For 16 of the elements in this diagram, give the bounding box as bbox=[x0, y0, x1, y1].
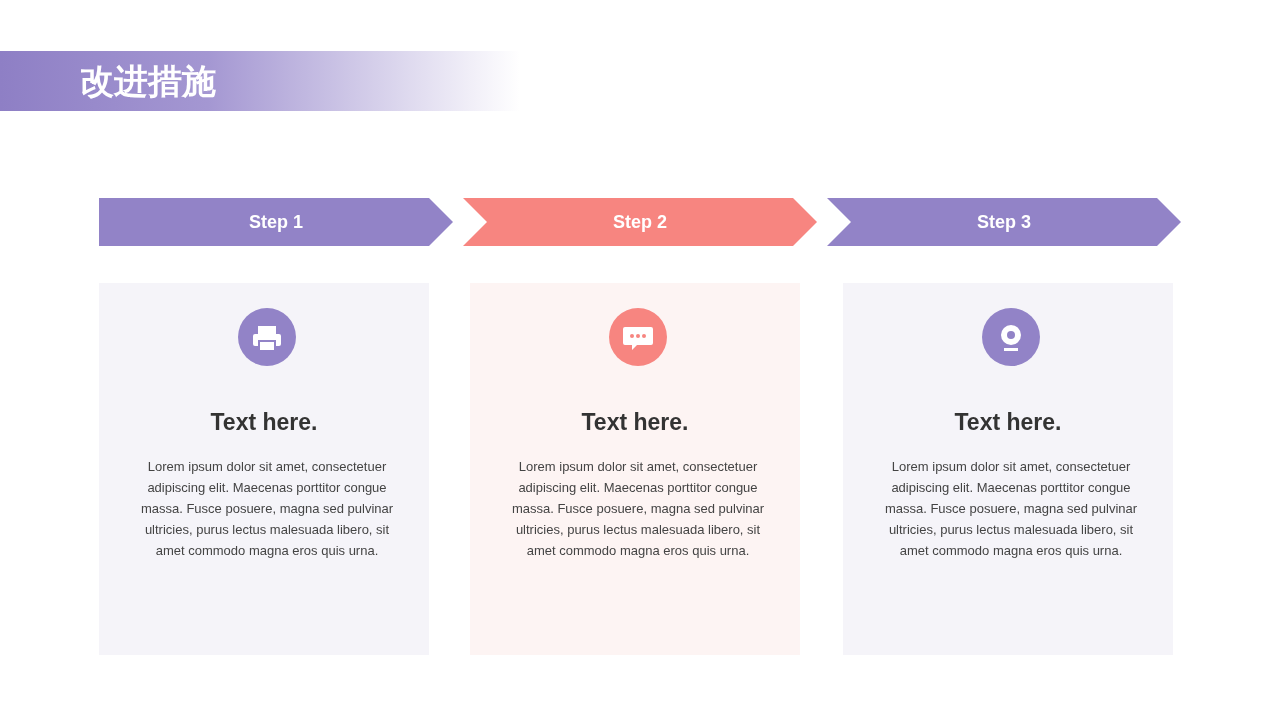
text-card bbox=[99, 283, 429, 655]
slide-title: 改进措施 bbox=[80, 60, 216, 103]
card-heading: Text here. bbox=[580, 409, 690, 436]
step-banner bbox=[827, 198, 1181, 246]
card-body-text: Lorem ipsum dolor sit amet, consectetuer adipiscing elit. Maecenas porttitor congue massa. Fusce posuere, magna sed pulvinar ultricies, purus lectus malesuada libero, sit amet commodo magna eros quis urna. bbox=[139, 458, 395, 560]
card-heading: Text here. bbox=[209, 409, 319, 436]
step-label: Step 1 bbox=[248, 210, 304, 234]
card-body-text: Lorem ipsum dolor sit amet, consectetuer adipiscing elit. Maecenas porttitor congue massa. Fusce posuere, magna sed pulvinar ultricies, purus lectus malesuada libero, sit amet commodo magna eros quis urna. bbox=[510, 458, 766, 560]
text-card bbox=[470, 283, 800, 655]
card-body-text: Lorem ipsum dolor sit amet, consectetuer adipiscing elit. Maecenas porttitor congue massa. Fusce posuere, magna sed pulvinar ultricies, purus lectus malesuada libero, sit amet commodo magna eros quis urna. bbox=[883, 458, 1139, 560]
step-label: Step 3 bbox=[976, 210, 1032, 234]
step-banner bbox=[99, 198, 453, 246]
card-heading: Text here. bbox=[953, 409, 1063, 436]
text-card bbox=[843, 283, 1173, 655]
step-label: Step 2 bbox=[612, 210, 668, 234]
step-banner bbox=[463, 198, 817, 246]
